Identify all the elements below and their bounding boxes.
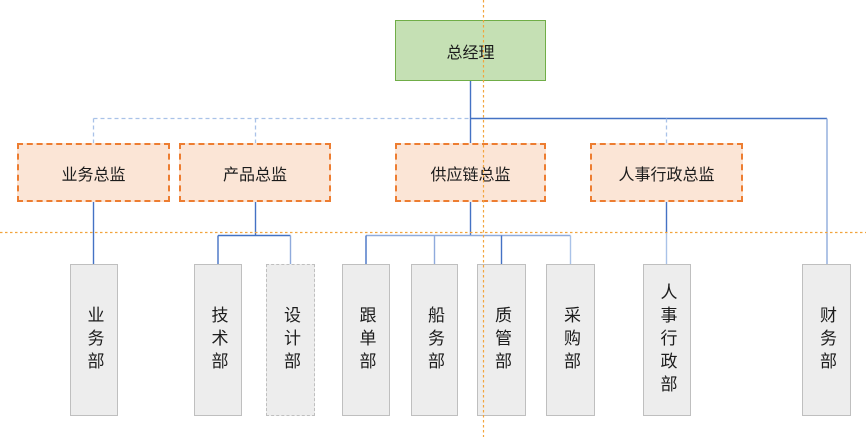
node-hr-admin-dept[interactable]: 人事行政部 — [643, 264, 691, 416]
node-finance-dept[interactable]: 财务部 — [802, 264, 851, 416]
node-hr-admin-dept-label: 人事行政部 — [657, 282, 677, 398]
node-merchandising-dept-label: 跟单部 — [356, 305, 376, 375]
node-tech-dept[interactable]: 技术部 — [194, 264, 242, 416]
node-shipping-dept-label: 船务部 — [425, 305, 444, 375]
node-hr-admin-director-label: 人事行政总监 — [618, 166, 715, 184]
node-business-dept[interactable]: 业务部 — [70, 264, 118, 416]
node-business-dept-label: 业务部 — [84, 305, 104, 375]
node-qc-dept[interactable]: 质管部 — [477, 264, 526, 416]
node-merchandising-dept[interactable]: 跟单部 — [342, 264, 390, 416]
node-purchasing-dept-label: 采购部 — [561, 305, 580, 375]
node-business-director[interactable]: 业务总监 — [17, 143, 170, 202]
node-qc-dept-label: 质管部 — [492, 305, 511, 375]
node-supply-chain-director-label: 供应链总监 — [430, 166, 511, 184]
node-design-dept-label: 设计部 — [281, 305, 300, 375]
node-general-manager-label: 总经理 — [446, 44, 495, 62]
node-product-director[interactable]: 产品总监 — [179, 143, 331, 202]
node-product-director-label: 产品总监 — [222, 166, 287, 184]
node-tech-dept-label: 技术部 — [208, 305, 228, 375]
node-hr-admin-director[interactable]: 人事行政总监 — [590, 143, 743, 202]
node-finance-dept-label: 财务部 — [817, 305, 836, 375]
node-supply-chain-director[interactable]: 供应链总监 — [395, 143, 546, 202]
node-design-dept[interactable]: 设计部 — [266, 264, 315, 416]
node-business-director-label: 业务总监 — [61, 166, 126, 184]
node-general-manager[interactable]: 总经理 — [395, 20, 546, 81]
node-shipping-dept[interactable]: 船务部 — [411, 264, 458, 416]
node-purchasing-dept[interactable]: 采购部 — [546, 264, 595, 416]
